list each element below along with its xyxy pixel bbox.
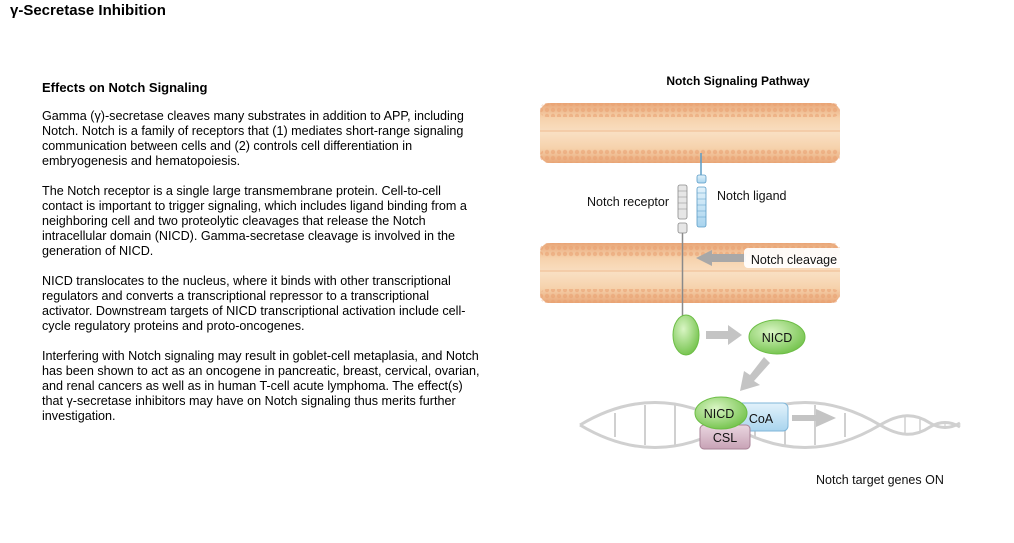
notch-receptor-shape	[677, 184, 688, 327]
activation-arrow	[792, 409, 836, 427]
notch-cleavage-label: Notch cleavage	[751, 253, 837, 267]
cleavage-arrow	[696, 250, 746, 266]
target-genes-label: Notch target genes ON	[816, 473, 944, 487]
page-title: γ-Secretase Inhibition	[10, 2, 166, 19]
release-arrow	[706, 325, 742, 345]
paragraph-receptor: The Notch receptor is a single large tra…	[42, 184, 467, 258]
translocation-arrow	[740, 357, 770, 391]
section-heading: Effects on Notch Signaling	[42, 80, 208, 95]
notch-cleavage-callout	[744, 248, 844, 268]
notch-receptor-label: Notch receptor	[587, 195, 669, 209]
csl-label: CSL	[713, 431, 737, 445]
nicd-free-label: NICD	[762, 331, 793, 345]
nicd-free	[748, 319, 806, 355]
intracellular-domain	[672, 314, 700, 356]
paragraph-nicd: NICD translocates to the nucleus, where …	[42, 274, 466, 333]
coa-label: CoA	[749, 412, 774, 426]
nicd-complex	[694, 396, 748, 430]
upper-membrane	[540, 103, 840, 163]
notch-ligand-label: Notch ligand	[717, 189, 787, 203]
article: Effects on Notch Signaling Gamma (γ)-sec…	[42, 80, 482, 439]
nicd-complex-label: NICD	[704, 407, 735, 421]
notch-pathway-diagram: Notch receptor Notch ligand Notch cleava…	[540, 103, 961, 487]
paragraph-interference: Interfering with Notch signaling may res…	[42, 349, 480, 423]
diagram-title: Notch Signaling Pathway	[666, 74, 810, 88]
paragraph-intro: Gamma (γ)-secretase cleaves many substra…	[42, 109, 464, 168]
notch-ligand-shape	[696, 153, 707, 228]
